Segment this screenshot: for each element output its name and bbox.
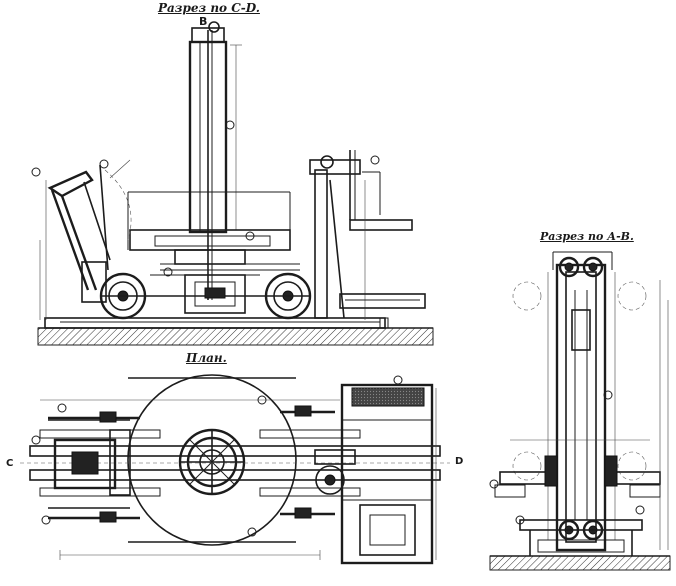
section-cd-title: Разрез по C-D. <box>158 1 260 15</box>
plan-view <box>20 374 450 565</box>
section-mark-b: B <box>199 15 208 28</box>
section-cd-elevation <box>31 21 434 346</box>
plan-title: План. <box>186 351 227 365</box>
section-mark-c: C <box>6 458 14 469</box>
section-mark-d: D <box>455 456 464 467</box>
section-ab-elevation <box>489 251 671 571</box>
section-ab-title: Разрез по А-В. <box>540 230 634 243</box>
